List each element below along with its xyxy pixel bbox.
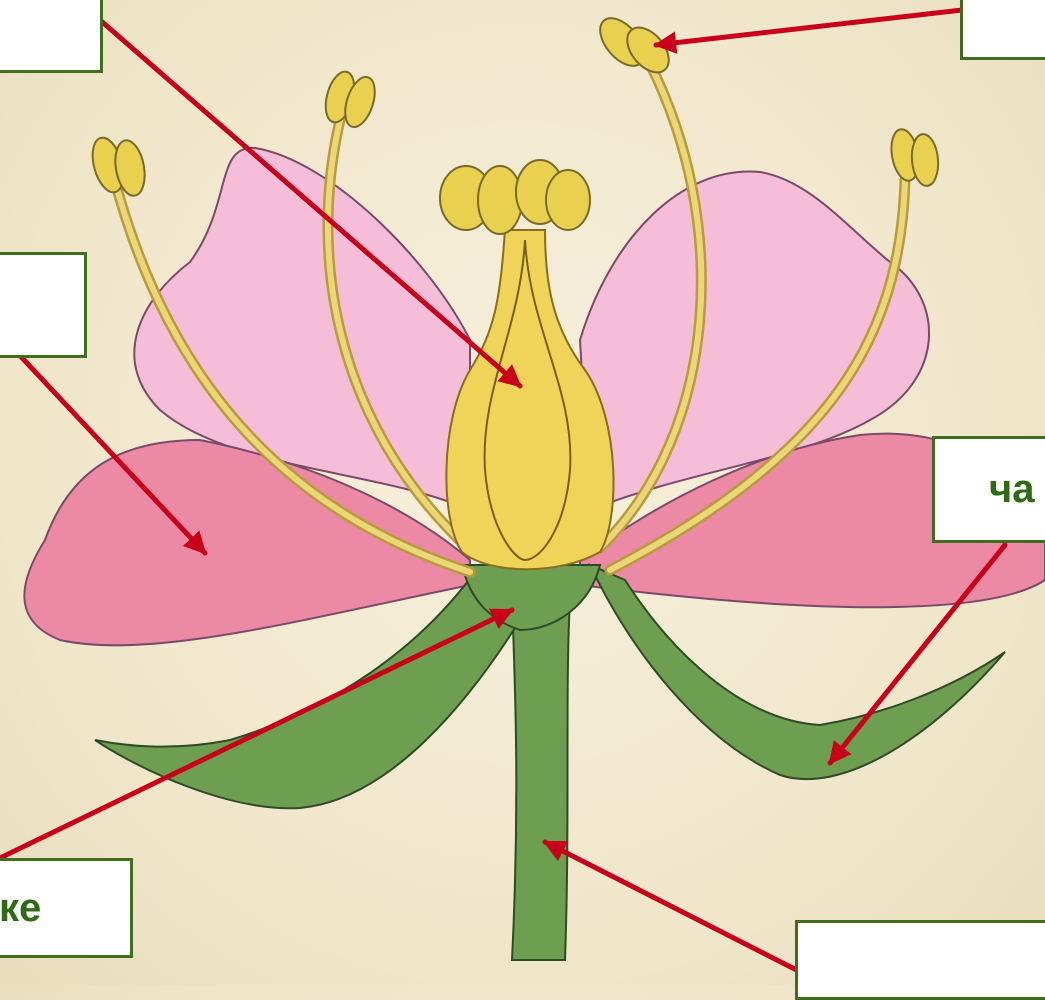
label-box-receptacle: ке xyxy=(0,858,133,958)
stigma xyxy=(440,160,590,234)
arrow-to-receptacle xyxy=(0,610,512,858)
label-box-anther xyxy=(960,0,1045,60)
label-box-sepal: ча xyxy=(932,436,1045,543)
arrow-to-anther xyxy=(656,10,962,45)
anthers xyxy=(87,10,940,198)
label-box-stem xyxy=(795,920,1045,1000)
label-box-petal xyxy=(0,252,87,358)
label-text-sepal: ча xyxy=(989,467,1034,512)
label-box-pistil xyxy=(0,0,103,73)
label-text-receptacle: ке xyxy=(0,886,41,931)
stem xyxy=(512,600,570,960)
arrow-to-stem xyxy=(545,842,828,986)
